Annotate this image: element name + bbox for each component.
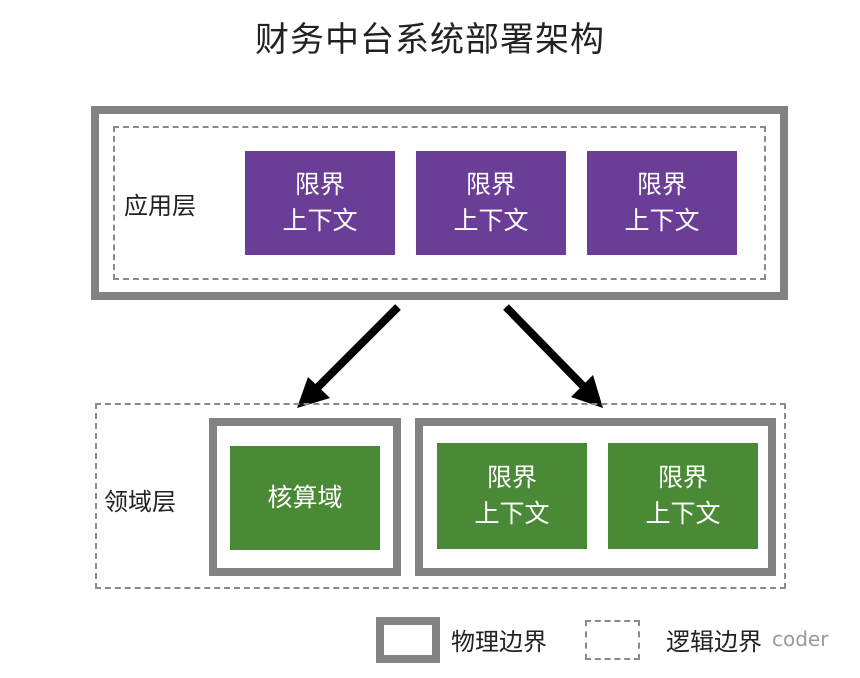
app-bounded-context-2: 限界 上下文 bbox=[416, 151, 566, 255]
app-layer-logical-boundary bbox=[113, 126, 766, 280]
context-label-line2: 上下文 bbox=[645, 499, 721, 528]
context-label-line1: 限界 bbox=[636, 170, 687, 199]
legend-logical-swatch bbox=[585, 620, 640, 660]
watermark: coder bbox=[772, 627, 829, 651]
core-domain-box: 核算域 bbox=[230, 446, 380, 550]
core-domain-physical-boundary bbox=[209, 418, 401, 576]
context-label-line2: 上下文 bbox=[624, 206, 700, 235]
app-layer-label: 应用层 bbox=[124, 192, 196, 220]
legend-logical-label: 逻辑边界 bbox=[666, 628, 762, 656]
context-label-line2: 上下文 bbox=[474, 499, 550, 528]
context-label-line1: 限界 bbox=[486, 463, 537, 492]
domain-bounded-context-2: 限界 上下文 bbox=[608, 443, 758, 549]
context-label-line2: 上下文 bbox=[282, 206, 358, 235]
diagram-title: 财务中台系统部署架构 bbox=[255, 20, 605, 60]
app-bounded-context-3: 限界 上下文 bbox=[587, 151, 737, 255]
domain-layer-label: 领域层 bbox=[104, 488, 176, 516]
arrow-left bbox=[297, 304, 401, 408]
domain-bounded-context-1: 限界 上下文 bbox=[437, 443, 587, 549]
context-label-line1: 限界 bbox=[294, 170, 345, 199]
context-label-line1: 限界 bbox=[465, 170, 516, 199]
context-label-line1: 限界 bbox=[657, 463, 708, 492]
legend-physical-swatch bbox=[376, 617, 440, 663]
app-bounded-context-1: 限界 上下文 bbox=[245, 151, 395, 255]
app-layer-physical-boundary bbox=[91, 106, 788, 300]
core-domain-label: 核算域 bbox=[267, 483, 343, 512]
context-label-line2: 上下文 bbox=[453, 206, 529, 235]
domain-layer-logical-boundary bbox=[95, 403, 786, 589]
domain-contexts-physical-boundary bbox=[415, 418, 776, 576]
legend-physical-label: 物理边界 bbox=[451, 628, 547, 656]
arrow-right bbox=[503, 304, 603, 408]
